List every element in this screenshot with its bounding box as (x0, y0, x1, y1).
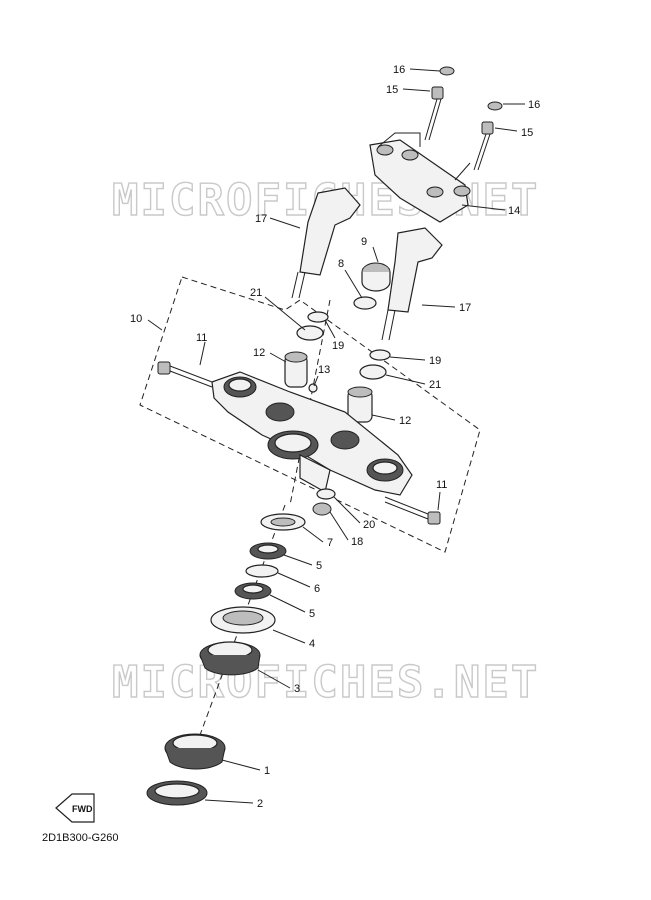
washer-21-right (359, 364, 387, 380)
callout-1: 1 (264, 765, 270, 777)
lock-washer-7 (260, 513, 306, 531)
callout-17-left: 17 (255, 213, 267, 225)
callout-9: 9 (361, 236, 367, 248)
bearing-3 (199, 641, 261, 676)
fwd-label: FWD (72, 804, 93, 814)
callout-21-right: 21 (429, 379, 441, 391)
washer-19-right (369, 349, 391, 361)
callout-19-left: 19 (332, 340, 344, 352)
bolt-11-right (384, 496, 441, 525)
nut-18 (312, 502, 332, 516)
lower-bracket (211, 371, 413, 496)
callout-11-left: 11 (196, 332, 207, 344)
callout-19-right: 19 (429, 355, 441, 367)
callout-5-lower: 5 (309, 608, 315, 620)
callout-15-right: 15 (521, 127, 533, 139)
handlebar-holder-right (381, 227, 443, 341)
collar-13 (308, 383, 318, 393)
callout-8: 8 (338, 258, 344, 270)
ring-nut-5-lower (234, 582, 272, 600)
callout-16-right: 16 (528, 99, 540, 111)
damper-12-right (347, 386, 373, 423)
watermark-bottom: MICROFICHES.NET (112, 657, 539, 708)
bolt-15-right (473, 121, 494, 171)
diagram-code: 2D1B300-G260 (42, 832, 118, 844)
callout-3: 3 (294, 683, 300, 695)
callout-18: 18 (351, 536, 363, 548)
washer-21-left (296, 325, 324, 341)
callout-16-left: 16 (393, 64, 405, 76)
callout-7: 7 (327, 537, 333, 549)
bearing-cover-4 (210, 606, 276, 634)
seal-2 (146, 780, 208, 806)
cap-16-left (439, 66, 455, 76)
callout-20: 20 (363, 519, 375, 531)
callout-10: 10 (130, 313, 142, 325)
upper-handlebar-clamp (369, 139, 471, 223)
bearing-1 (164, 733, 226, 770)
callout-12-right: 12 (399, 415, 411, 427)
washer-20 (316, 488, 336, 500)
callout-15-left: 15 (386, 84, 398, 96)
callout-5-upper: 5 (316, 560, 322, 572)
cap-16-right (487, 101, 503, 111)
washer-6 (245, 564, 279, 578)
callout-11-right: 11 (436, 479, 447, 491)
washer-8 (353, 296, 377, 310)
callout-12-left: 12 (253, 347, 265, 359)
callout-2: 2 (257, 798, 263, 810)
fwd-arrow-icon: FWD (55, 793, 95, 823)
handlebar-holder-left (291, 187, 361, 299)
callout-14: 14 (508, 205, 520, 217)
leader-lines (147, 68, 525, 804)
callout-labels: 16 15 16 15 14 17 9 8 17 10 21 19 11 12 … (130, 64, 540, 810)
callout-4: 4 (309, 638, 315, 650)
ring-nut-5-upper (249, 542, 287, 560)
bolt-11-left (157, 361, 213, 388)
nut-9 (361, 262, 391, 292)
callout-21-left: 21 (250, 287, 262, 299)
bolt-15-left (424, 86, 444, 141)
callout-6: 6 (314, 583, 320, 595)
washer-19-left (307, 311, 329, 323)
damper-12-left (284, 351, 308, 388)
assembly-boundary (139, 276, 481, 553)
callout-13: 13 (318, 364, 330, 376)
callout-17-right: 17 (459, 302, 471, 314)
